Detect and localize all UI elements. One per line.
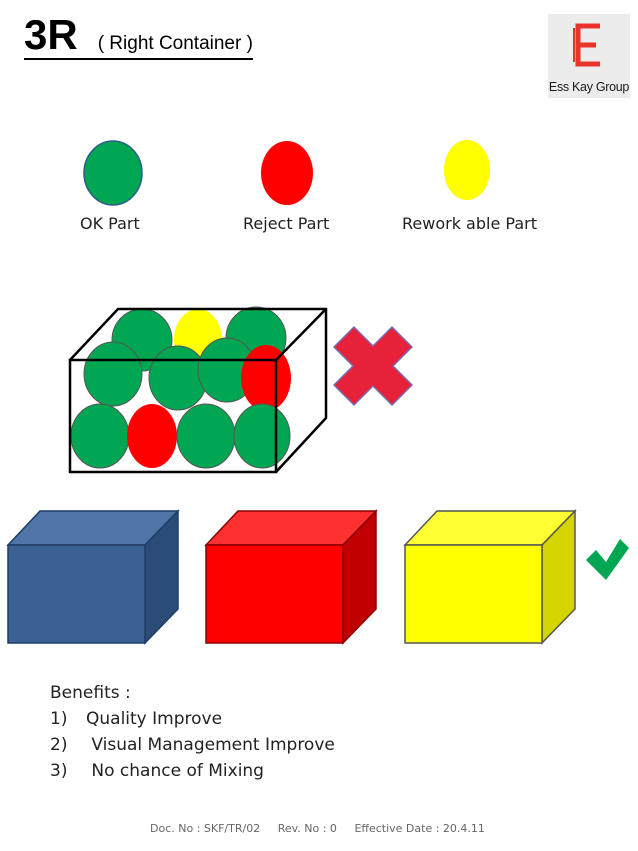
list-text: No chance of Mixing — [86, 761, 264, 781]
list-text: Quality Improve — [86, 709, 223, 729]
revision-number: Rev. No : 0 — [277, 822, 337, 835]
cross-icon — [332, 325, 414, 407]
benefits-list: Benefits : 1) Quality Improve 2) Visual … — [50, 680, 335, 784]
legend-rework-circle — [444, 140, 490, 200]
list-number: 3) — [50, 761, 68, 781]
part-ball — [148, 345, 208, 411]
checkmark-icon — [586, 539, 629, 580]
benefits-heading: Benefits : — [50, 683, 131, 703]
effective-date: Effective Date : 20.4.11 — [354, 822, 485, 835]
part-ball — [70, 403, 130, 469]
legend-reject-circle — [261, 141, 313, 205]
part-ball — [241, 345, 291, 411]
title-subtitle: ( Right Container ) — [97, 33, 253, 54]
legend-label-ok: OK Part — [80, 214, 140, 233]
legend-label-rework: Rework able Part — [402, 214, 537, 233]
legend-ok-circle — [83, 140, 143, 206]
title-main: 3R — [24, 11, 78, 58]
company-logo: Ess Kay Group — [548, 14, 630, 98]
legend-label-reject: Reject Part — [243, 214, 330, 233]
part-ball — [233, 403, 291, 469]
list-number: 1) — [50, 709, 68, 729]
legend-circles — [83, 140, 490, 206]
list-text: Visual Management Improve — [86, 735, 335, 755]
part-ball — [83, 341, 143, 407]
blue-container — [6, 509, 180, 645]
part-ball — [127, 404, 177, 468]
logo-mark-icon — [573, 23, 600, 67]
document-footer: Doc. No : SKF/TR/02 Rev. No : 0 Effectiv… — [150, 822, 499, 835]
yellow-container — [403, 509, 577, 645]
mixed-container — [68, 306, 328, 474]
list-item: 3) No chance of Mixing — [50, 758, 335, 784]
page-title: 3R ( Right Container ) — [24, 14, 253, 60]
list-number: 2) — [50, 735, 68, 755]
doc-number: Doc. No : SKF/TR/02 — [150, 822, 261, 835]
list-item: 2) Visual Management Improve — [50, 732, 335, 758]
red-container — [204, 509, 378, 645]
list-item: 1) Quality Improve — [50, 706, 335, 732]
part-ball — [176, 403, 236, 469]
logo-text: Ess Kay Group — [548, 80, 630, 94]
